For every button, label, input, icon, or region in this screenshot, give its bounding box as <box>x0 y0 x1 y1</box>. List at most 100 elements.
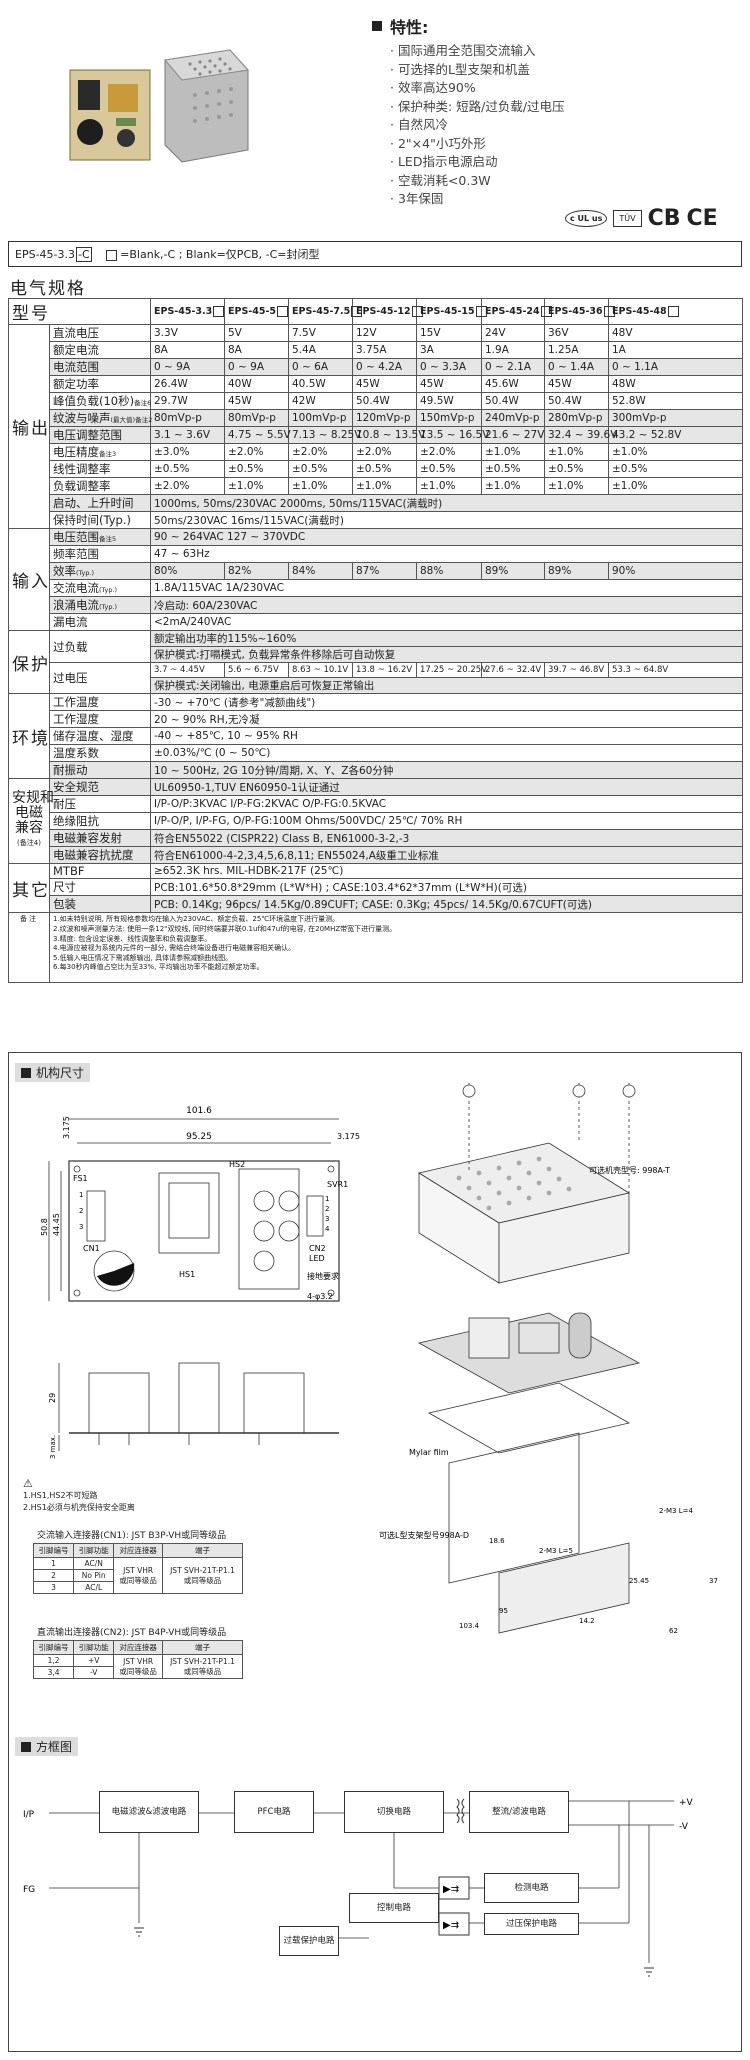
protection-row: 保护过负载额定输出功率的115%~160% <box>8 629 743 695</box>
dim-3max: 3 max. <box>49 1435 57 1459</box>
label-svr1: SVR1 <box>327 1180 348 1189</box>
label-cn2: CN2 <box>309 1244 326 1253</box>
mech-title: 机构尺寸 <box>15 1063 91 1082</box>
feature-item: 效率高达90% <box>390 79 732 98</box>
svg-text:103.4: 103.4 <box>459 1622 480 1630</box>
square-bullet-icon <box>21 1741 31 1752</box>
block-title: 方框图 <box>15 1737 79 1756</box>
block-rect: 整流/滤波电路 <box>469 1791 569 1833</box>
features-title: 特性: <box>372 14 732 38</box>
feature-item: 自然风冷 <box>390 116 732 135</box>
cert-logos: c UL us TÜV CB CE <box>565 205 745 231</box>
mylar-label: Mylar film <box>409 1448 449 1457</box>
block-emi: 电磁滤波&滤波电路 <box>99 1791 199 1833</box>
feature-item: 保护种类: 短路/过负载/过电压 <box>390 98 732 117</box>
dim-50-8: 50.8 <box>40 1218 49 1236</box>
bracket-label: 可选L型支架型号998A-D <box>379 1530 469 1540</box>
dim-95-25: 95.25 <box>186 1132 212 1142</box>
model-desc: =Blank,-C ; Blank=仅PCB, -C=封闭型 <box>105 246 320 262</box>
ul-logo-icon: c UL us <box>565 209 608 227</box>
feature-item: LED指示电源启动 <box>390 153 732 172</box>
dim-3-175-a: 3.175 <box>62 1116 71 1139</box>
spec-section-title: 电气规格 <box>10 279 86 299</box>
block-detect: 检测电路 <box>484 1873 579 1903</box>
safety-row: 电磁兼容抗扰度符合EN61000-4-2,3,4,5,6,8,11; EN550… <box>9 846 743 865</box>
table-row: 3,4-V <box>32 1666 243 1679</box>
dim-101-6: 101.6 <box>186 1106 212 1116</box>
model-bar: EPS-45-3.3-C =Blank,-C ; Blank=仅PCB, -C=… <box>8 241 742 267</box>
feature-item: 2"×4"小巧外形 <box>390 135 732 154</box>
warning-icon: ⚠ <box>23 1477 33 1490</box>
block-ctrl: 控制电路 <box>349 1893 439 1923</box>
dim-44-45: 44.45 <box>52 1213 61 1236</box>
hs-notes: ⚠ 1.HS1,HS2不可短路 2.HS1必须与机壳保持安全距离 <box>23 1477 135 1513</box>
label-hs2: HS2 <box>229 1160 245 1169</box>
feature-item: 空载消耗<0.3W <box>390 172 732 191</box>
square-bullet-icon <box>21 1067 31 1078</box>
label-ground: 接地要求 <box>307 1271 339 1281</box>
protection-row: 保护模式:关闭输出, 电源重启后可恢复正常输出 <box>9 677 743 695</box>
checkbox-icon <box>277 306 289 317</box>
environment-row: 储存温度、湿度-40 ~ +85℃, 10 ~ 95% RH <box>9 727 743 746</box>
dim-29: 29 <box>48 1393 57 1403</box>
svg-text:37: 37 <box>709 1577 718 1585</box>
input-row: 漏电流<2mA/240VAC <box>9 613 743 631</box>
label-hole: 4-φ3.2 <box>307 1292 333 1301</box>
product-photo <box>69 40 250 170</box>
svg-text:2-M3 L=4: 2-M3 L=4 <box>659 1507 693 1515</box>
features-list: 国际通用全范围交流输入可选择的L型支架和机盖效率高达90%保护种类: 短路/过负… <box>372 42 732 209</box>
exploded-view: 可选机壳型号: 998A-T Mylar film 可选L型支架型号998A-D… <box>379 1083 718 1635</box>
label-cn1: CN1 <box>83 1244 100 1253</box>
optocoupler-icon: ▶⇉ <box>443 1884 459 1895</box>
pcb-side-view: 29 3 max. <box>48 1362 339 1459</box>
cb-logo-icon: CB <box>647 205 681 231</box>
cn2-title: 直流输出连接器(CN2): JST B4P-VH或同等级品 <box>37 1628 227 1638</box>
features-panel: 特性: 国际通用全范围交流输入可选择的L型支架和机盖效率高达90%保护种类: 短… <box>372 14 732 209</box>
block-ovp: 过压保护电路 <box>484 1913 579 1935</box>
svg-text:14.2: 14.2 <box>579 1617 595 1625</box>
model-code: EPS-45-3.3-C <box>15 246 92 262</box>
svg-text:18.6: 18.6 <box>489 1537 505 1545</box>
output-row: 保持时间(Typ.)50ms/230VAC 16ms/115VAC(满载时) <box>9 511 743 529</box>
tuv-logo-icon: TÜV <box>613 209 642 227</box>
svg-text:2: 2 <box>79 1207 83 1215</box>
output-row: 线性调整率±0.5%±0.5%±0.5%±0.5%±0.5%±0.5%±0.5%… <box>9 460 743 478</box>
environment-row: 温度系数±0.03%/℃ (0 ~ 50℃) <box>9 744 743 763</box>
case-label: 可选机壳型号: 998A-T <box>589 1165 670 1175</box>
dim-3-175-b: 3.175 <box>337 1132 360 1141</box>
input-row: 效率(Typ.)80%82%84%87%88%89%89%90% <box>9 562 743 580</box>
fg-label: FG <box>23 1885 35 1895</box>
svg-text:1: 1 <box>325 1195 329 1203</box>
feature-item: 国际通用全范围交流输入 <box>390 42 732 61</box>
svg-text:1: 1 <box>79 1191 83 1199</box>
vminus-label: -V <box>679 1822 689 1832</box>
block-ocp: 过载保护电路 <box>279 1926 339 1956</box>
checkbox-icon <box>105 249 117 261</box>
vplus-label: +V <box>679 1798 694 1808</box>
svg-text:3: 3 <box>79 1223 83 1231</box>
input-row: 交流电流(Typ.)1.8A/115VAC 1A/230VAC <box>9 579 743 597</box>
svg-text:4: 4 <box>325 1225 330 1233</box>
block-pfc: PFC电路 <box>234 1791 314 1833</box>
svg-text:25.45: 25.45 <box>629 1577 649 1585</box>
input-row: 浪涌电流(Typ.)冷启动: 60A/230VAC <box>9 596 743 614</box>
block-diagram-lines: ▶⇉ ▶⇉ I/P FG +V -V <box>23 1798 694 1977</box>
